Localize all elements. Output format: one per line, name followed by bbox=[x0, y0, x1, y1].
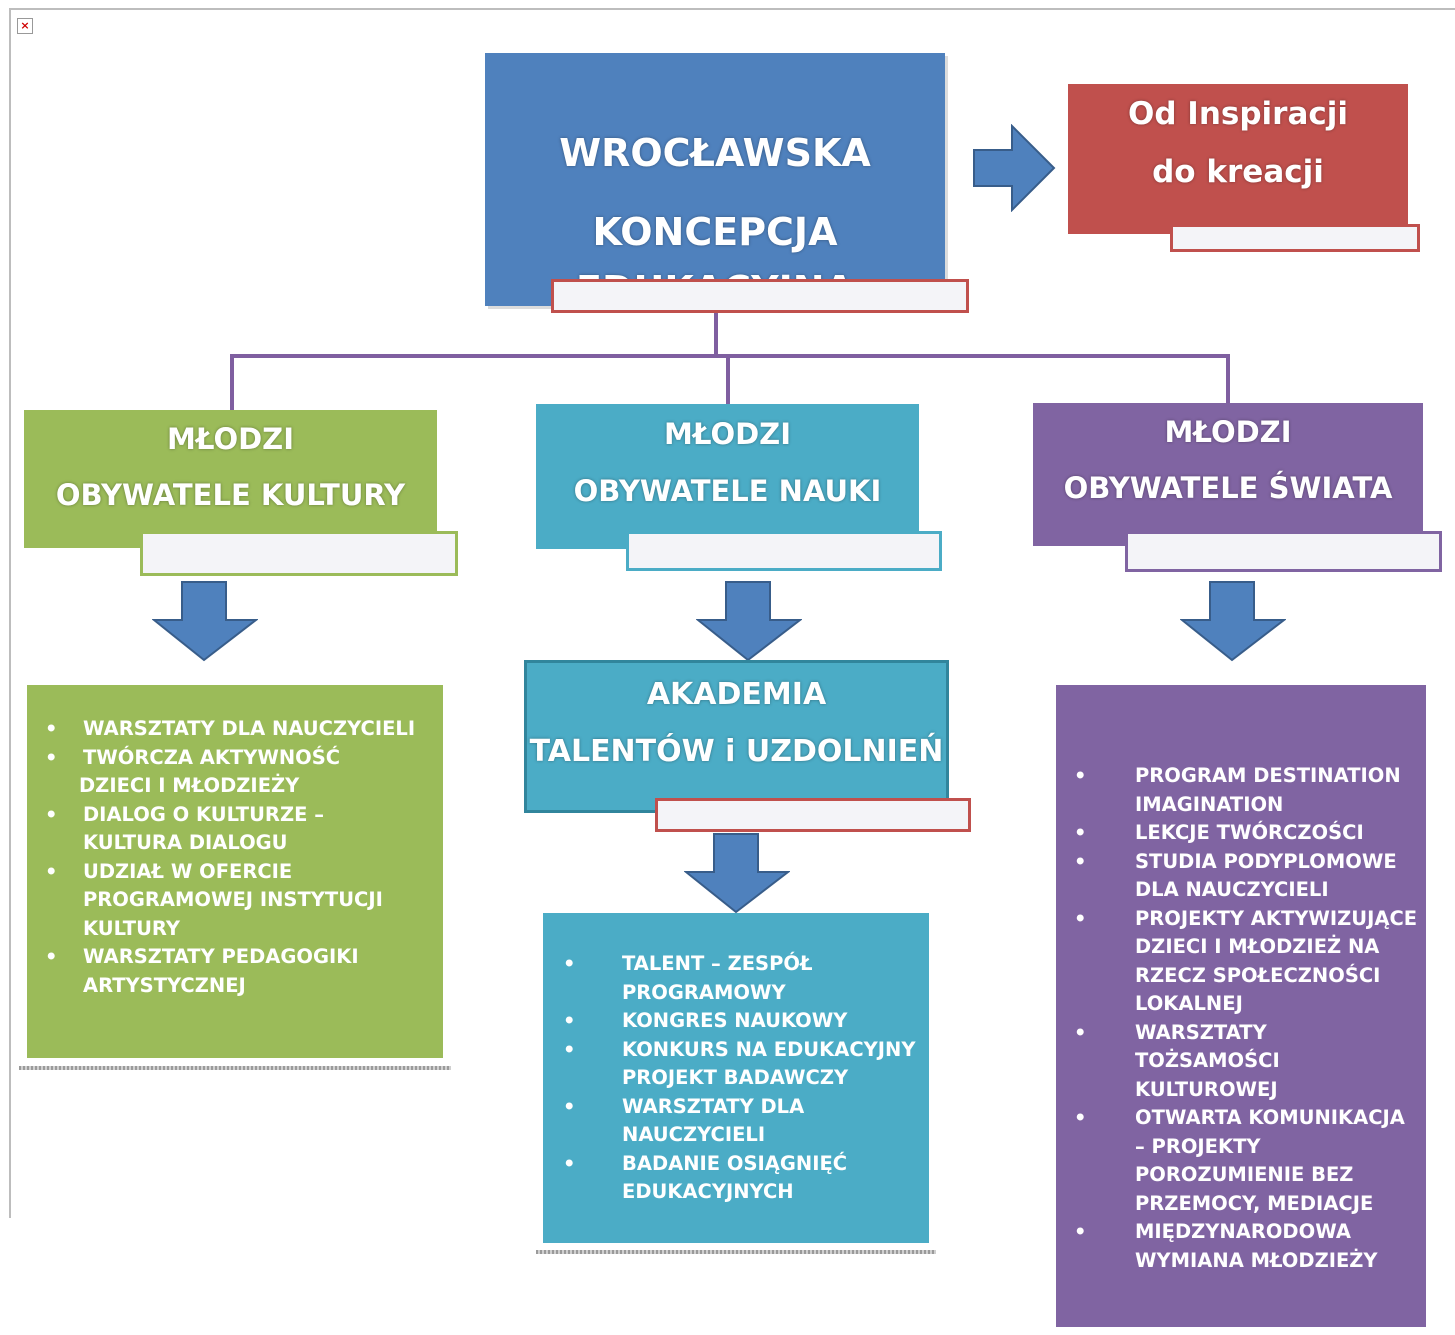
connector-main-down bbox=[714, 313, 718, 357]
down-arrow-icon bbox=[1180, 581, 1286, 662]
science-pillar-tab bbox=[626, 531, 942, 571]
list-item: • KONGRES NAUKOWY bbox=[543, 1007, 918, 1036]
culture-list-shadow bbox=[19, 1066, 451, 1070]
academy-line-2: TALENTÓW i UZDOLNIEŃ bbox=[529, 734, 944, 769]
culture-pillar-line-1: MŁODZI bbox=[167, 422, 294, 456]
right-arrow-icon bbox=[973, 124, 1056, 212]
academy-tab bbox=[655, 798, 971, 832]
main-title-line-1: WROCŁAWSKA bbox=[559, 131, 871, 175]
bullet-icon: • bbox=[45, 745, 58, 769]
culture-list-box: • WARSZTATY DLA NAUCZYCIELI • TWÓRCZA AKTY… bbox=[27, 685, 443, 1058]
bullet-icon: • bbox=[45, 945, 58, 968]
inspiration-box-tab bbox=[1170, 224, 1420, 252]
list-item: • DIALOG O KULTURZE – KULTURA DIALOGU bbox=[27, 801, 422, 858]
list-item-text: OTWARTA KOMUNIKACJA – PROJEKTY POROZUMIE… bbox=[1135, 1106, 1405, 1215]
main-title-line-2: KONCEPCJA bbox=[592, 210, 838, 254]
science-pillar-box: MŁODZI OBYWATELE NAUKI bbox=[536, 404, 919, 549]
bullet-icon: • bbox=[563, 1151, 576, 1175]
bullet-icon: • bbox=[1074, 1106, 1087, 1129]
list-item: • WARSZTATY DLA NAUCZYCIELI bbox=[27, 715, 422, 744]
list-item-continuation: DZIECI I MŁODZIEŻY bbox=[27, 772, 422, 801]
list-item: • STUDIA PODYPLOMOWE DLA NAUCZYCIELI bbox=[1056, 848, 1418, 905]
science-list-box: • TALENT – ZESPÓŁ PROGRAMOWY • KONGRES NAU… bbox=[543, 913, 929, 1243]
list-item: • TWÓRCZA AKTYWNOŚĆ bbox=[27, 744, 422, 773]
culture-pillar-tab bbox=[140, 531, 458, 576]
list-item: • KONKURS NA EDUKACYJNY PROJEKT BADAWCZY bbox=[543, 1036, 918, 1093]
bullet-icon: • bbox=[45, 717, 58, 740]
science-pillar-line-2: OBYWATELE NAUKI bbox=[573, 474, 882, 508]
science-list-shadow bbox=[536, 1250, 936, 1254]
science-pillar-line-1: MŁODZI bbox=[664, 417, 791, 451]
world-pillar-tab bbox=[1125, 531, 1442, 572]
bullet-icon: • bbox=[563, 1094, 576, 1118]
list-item-text: WARSZTATY PEDAGOGIKI ARTYSTYCZNEJ bbox=[83, 945, 359, 997]
bullet-icon: • bbox=[1074, 1020, 1087, 1044]
culture-pillar-box: MŁODZI OBYWATELE KULTURY bbox=[24, 410, 437, 548]
bullet-icon: • bbox=[1074, 764, 1087, 787]
down-arrow-icon bbox=[152, 581, 258, 662]
bullet-icon: • bbox=[1074, 821, 1087, 844]
world-pillar-line-2: OBYWATELE ŚWIATA bbox=[1063, 471, 1393, 505]
list-item-text: PROGRAM DESTINATION IMAGINATION bbox=[1135, 764, 1401, 816]
list-item: • MIĘDZYNARODOWA WYMIANA MŁODZIEŻY bbox=[1056, 1218, 1418, 1275]
down-arrow-icon bbox=[696, 581, 802, 662]
world-list-box: • PROGRAM DESTINATION IMAGINATION • LEKCJE… bbox=[1056, 685, 1426, 1327]
bullet-icon: • bbox=[563, 1009, 576, 1032]
bullet-icon: • bbox=[45, 802, 58, 826]
list-item-text: STUDIA PODYPLOMOWE DLA NAUCZYCIELI bbox=[1135, 849, 1397, 902]
list-item-text: KONKURS NA EDUKACYJNY PROJEKT BADAWCZY bbox=[622, 1037, 916, 1090]
list-item-text: TALENT – ZESPÓŁ PROGRAMOWY bbox=[622, 952, 813, 1004]
inspiration-box: Od Inspiracji do kreacji bbox=[1068, 84, 1408, 234]
academy-line-1: AKADEMIA bbox=[646, 677, 827, 712]
bullet-icon: • bbox=[563, 952, 576, 975]
list-item: • WARSZTATY DLA NAUCZYCIELI bbox=[543, 1093, 918, 1150]
world-pillar-box: MŁODZI OBYWATELE ŚWIATA bbox=[1033, 403, 1423, 546]
page-frame-top bbox=[9, 8, 1455, 10]
inspiration-line-1: Od Inspiracji bbox=[1127, 96, 1349, 132]
list-item: • PROJEKTY AKTYWIZUJĄCE DZIECI I MŁODZIEŻ… bbox=[1056, 905, 1418, 1019]
list-item-text: WARSZTATY TOŻSAMOŚCI KULTUROWEJ bbox=[1135, 1020, 1280, 1101]
inspiration-line-2: do kreacji bbox=[1152, 154, 1324, 190]
list-item-text: PROJEKTY AKTYWIZUJĄCE DZIECI I MŁODZIEŻ … bbox=[1135, 906, 1418, 1016]
connector-center-drop bbox=[726, 354, 730, 404]
list-item: • BADANIE OSIĄGNIĘĆ EDUKACYJNYCH bbox=[543, 1150, 918, 1207]
list-item: • WARSZTATY TOŻSAMOŚCI KULTUROWEJ bbox=[1056, 1019, 1418, 1105]
main-concept-box: WROCŁAWSKA KONCEPCJA EDUKACYJNA bbox=[485, 53, 945, 312]
list-item: • OTWARTA KOMUNIKACJA – PROJEKTY POROZUMI… bbox=[1056, 1104, 1418, 1218]
list-item-text: TWÓRCZA AKTYWNOŚĆ bbox=[83, 745, 341, 769]
broken-image-icon: × bbox=[17, 18, 33, 34]
bullet-icon: • bbox=[1074, 849, 1087, 873]
list-item: • TALENT – ZESPÓŁ PROGRAMOWY bbox=[543, 950, 918, 1007]
culture-pillar-line-2: OBYWATELE KULTURY bbox=[55, 478, 406, 512]
bullet-icon: • bbox=[563, 1037, 576, 1061]
academy-box: AKADEMIA TALENTÓW i UZDOLNIEŃ bbox=[524, 660, 949, 813]
list-item-text: DIALOG O KULTURZE – KULTURA DIALOGU bbox=[83, 802, 324, 855]
connector-horizontal bbox=[230, 354, 1230, 358]
list-item-text: UDZIAŁ W OFERCIE PROGRAMOWEJ INSTYTUCJI … bbox=[83, 859, 383, 940]
list-item: • UDZIAŁ W OFERCIE PROGRAMOWEJ INSTYTUCJI… bbox=[27, 858, 422, 944]
list-item-text: KONGRES NAUKOWY bbox=[622, 1009, 848, 1032]
page-frame-left bbox=[9, 8, 11, 1218]
list-item: • LEKCJE TWÓRCZOŚCI bbox=[1056, 819, 1418, 848]
bullet-icon: • bbox=[45, 859, 58, 883]
list-item-text: WARSZTATY DLA NAUCZYCIELI bbox=[83, 717, 416, 740]
list-item-text: BADANIE OSIĄGNIĘĆ EDUKACYJNYCH bbox=[622, 1151, 848, 1204]
list-item-text: LEKCJE TWÓRCZOŚCI bbox=[1135, 821, 1364, 844]
connector-right-drop bbox=[1226, 354, 1230, 404]
list-item-text: DZIECI I MŁODZIEŻY bbox=[79, 774, 300, 797]
connector-left-drop bbox=[230, 354, 234, 410]
list-item-text: WARSZTATY DLA NAUCZYCIELI bbox=[622, 1094, 805, 1147]
down-arrow-icon bbox=[684, 833, 790, 914]
main-box-tab bbox=[551, 279, 969, 313]
world-pillar-line-1: MŁODZI bbox=[1164, 415, 1292, 449]
bullet-icon: • bbox=[1074, 1220, 1087, 1243]
list-item: • WARSZTATY PEDAGOGIKI ARTYSTYCZNEJ bbox=[27, 943, 422, 1000]
list-item-text: MIĘDZYNARODOWA WYMIANA MŁODZIEŻY bbox=[1135, 1220, 1378, 1272]
list-item: • PROGRAM DESTINATION IMAGINATION bbox=[1056, 762, 1418, 819]
bullet-icon: • bbox=[1074, 906, 1087, 930]
